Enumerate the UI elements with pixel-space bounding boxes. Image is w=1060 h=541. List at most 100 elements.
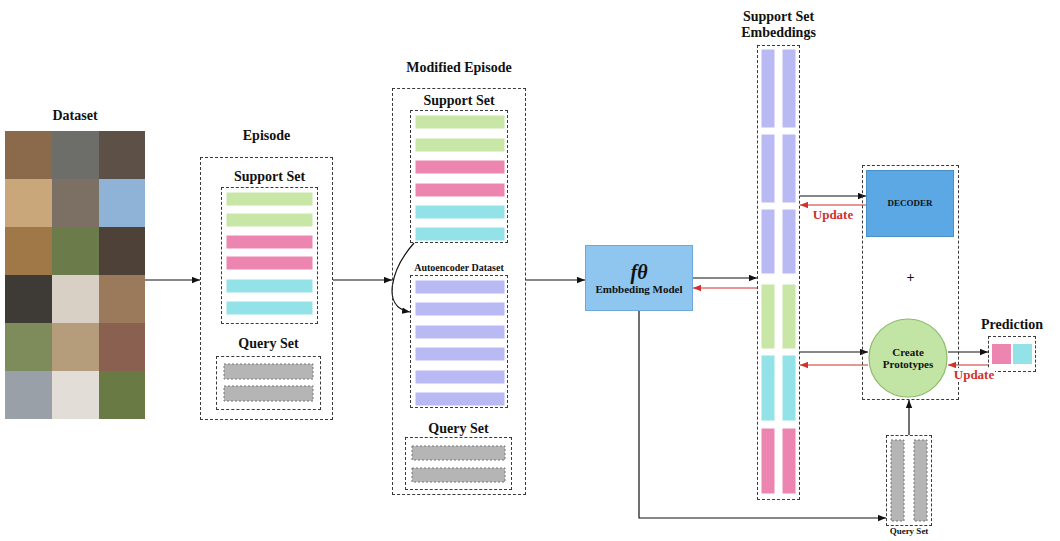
embedding-column: Support Set Embeddings — [757, 45, 800, 500]
photo-tile — [5, 275, 52, 323]
bar — [226, 279, 313, 293]
modified-episode-box: Modified EpisodeSupport SetAutoencoder D… — [392, 88, 526, 495]
bar — [226, 235, 313, 249]
heading: Support Set — [234, 169, 305, 184]
node-text: Create Prototypes — [873, 346, 943, 370]
connector — [948, 351, 988, 352]
bar — [415, 160, 505, 174]
bar — [782, 134, 796, 203]
heading: + — [907, 270, 915, 285]
query-set-box: Query Set — [216, 356, 321, 410]
support-bars — [226, 115, 505, 406]
query-set-box: Query Set — [405, 437, 512, 490]
autoencoder-box: Autoencoder Dataset — [410, 275, 508, 408]
bar — [415, 392, 505, 406]
heading: Query Set — [890, 527, 929, 537]
heading: Support Set Embeddings — [719, 9, 839, 40]
bar — [761, 134, 775, 203]
bar — [226, 192, 313, 206]
model-box: fθEmbbeding Model — [585, 245, 693, 311]
bar — [412, 468, 505, 482]
photo-tile — [52, 323, 99, 371]
bar — [412, 446, 505, 460]
bar — [782, 49, 796, 128]
support-set-box: Support Set — [221, 187, 318, 324]
connector — [333, 279, 392, 280]
bar — [761, 284, 775, 349]
dataset-collage — [5, 131, 145, 419]
photo-tile — [99, 227, 145, 275]
bar — [782, 284, 796, 349]
prediction-swatches — [992, 344, 1032, 364]
bar — [226, 213, 313, 227]
node-text: fθ — [630, 261, 647, 283]
query-bars — [224, 364, 927, 521]
bar — [415, 302, 505, 316]
prototype-circle: Create Prototypes — [868, 318, 948, 398]
photo-tile — [5, 179, 52, 227]
heading: Prediction — [981, 317, 1043, 332]
bar — [415, 370, 505, 384]
photo-tile — [99, 131, 145, 179]
connector — [800, 195, 866, 196]
node-text: DECODER — [887, 199, 932, 209]
connector — [693, 287, 757, 288]
connector — [800, 204, 866, 205]
connector — [526, 279, 585, 280]
bar — [782, 428, 796, 494]
embedding-columns — [761, 49, 796, 494]
photo-tile — [5, 131, 52, 179]
bar — [224, 364, 313, 379]
group-box: + DECODER Create Prototypes — [862, 165, 959, 400]
bar — [415, 205, 505, 219]
photo-tile — [99, 275, 145, 323]
bar — [415, 227, 505, 241]
bar — [415, 280, 505, 294]
bar — [1013, 344, 1032, 364]
bar — [226, 256, 313, 270]
bar — [782, 355, 796, 421]
heading: Query Set — [428, 421, 488, 436]
bar — [761, 428, 775, 494]
heading: Query Set — [238, 336, 298, 351]
heading: Modified Episode — [406, 60, 511, 75]
bar — [415, 183, 505, 197]
bar — [761, 355, 775, 421]
heading: Dataset — [52, 108, 97, 123]
circle-shape — [869, 319, 947, 397]
bar — [415, 115, 505, 129]
bar — [415, 325, 505, 339]
connector — [145, 279, 200, 280]
photo-tile — [52, 227, 99, 275]
edge-label: Update — [812, 208, 854, 222]
bar — [226, 301, 313, 315]
photo-tile — [5, 323, 52, 371]
bar — [224, 386, 313, 401]
photo-tile — [52, 275, 99, 323]
photo-tile — [5, 227, 52, 275]
photo-tile — [52, 131, 99, 179]
connector — [639, 311, 886, 518]
prediction-box: Prediction — [988, 336, 1036, 372]
node-text: Embbeding Model — [595, 283, 682, 295]
heading: Support Set — [423, 93, 494, 108]
heading: Autoencoder Dataset — [414, 262, 504, 273]
bar — [761, 49, 775, 128]
connector — [948, 364, 988, 365]
connector — [908, 400, 909, 435]
episode-box: EpisodeSupport SetQuery Set — [200, 157, 333, 420]
bar — [415, 347, 505, 361]
bar — [761, 209, 775, 274]
bar — [415, 138, 505, 152]
photo-tile — [99, 323, 145, 371]
connector — [800, 364, 868, 365]
bar — [891, 440, 904, 521]
bar — [992, 344, 1011, 364]
photo-tile — [52, 179, 99, 227]
connector — [800, 351, 868, 352]
edge-label: Update — [953, 368, 995, 382]
photo-tile — [99, 371, 145, 419]
photo-tile — [99, 179, 145, 227]
